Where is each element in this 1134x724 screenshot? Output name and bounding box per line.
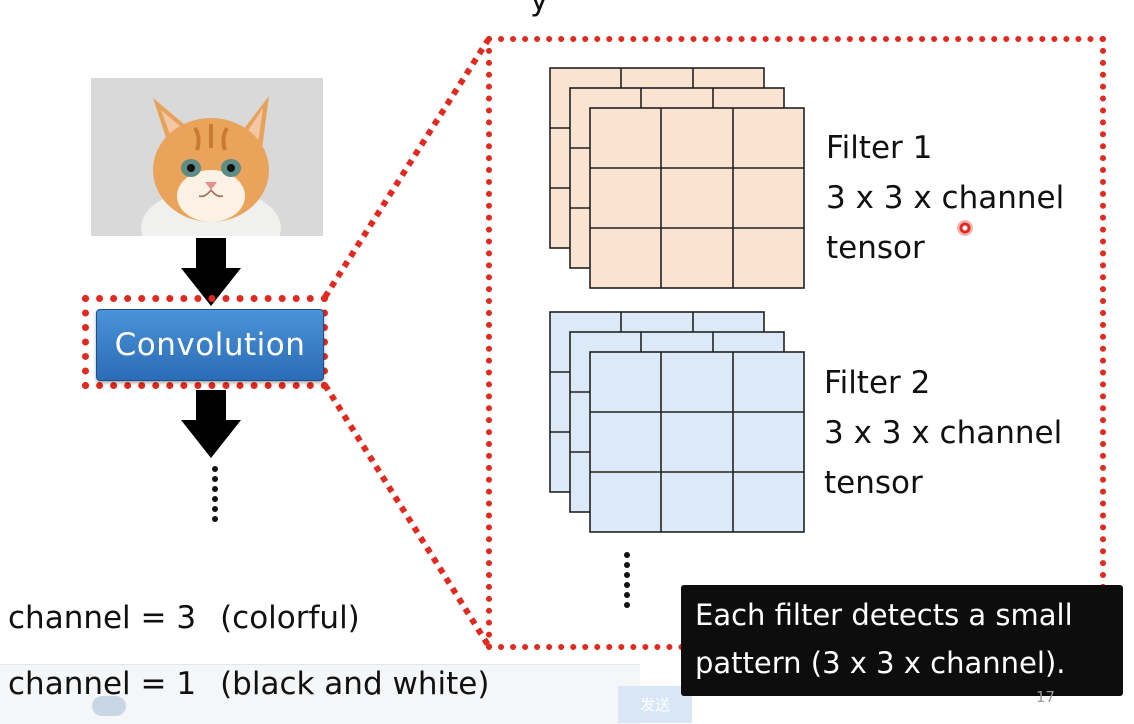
filter-1-desc: 3 x 3 x channel [826,180,1065,216]
channel-label: channel = 1 [8,666,197,702]
send-button[interactable]: 发送 [618,686,692,723]
channel-line: channel = 3 (colorful) [8,600,360,636]
convolution-button[interactable]: Convolution [96,309,324,381]
channel-note: (black and white) [220,666,490,702]
toggle-switch[interactable] [92,696,126,716]
ellipsis-vertical [211,466,219,526]
channel-note: (colorful) [220,600,360,636]
subtitle-line: pattern (3 x 3 x channel). [695,646,1066,680]
arrow-down-icon [181,238,241,306]
ellipsis-vertical [623,552,631,612]
channel-label: channel = 3 [8,600,197,636]
filter-1-desc-2: tensor [826,230,925,266]
filter-1-label: Filter 1 3 x 3 x channel tensor [826,123,1064,273]
laser-pointer-icon [957,220,973,236]
filter-1-stack [549,67,805,289]
subtitle-line: Each filter detects a small [695,598,1073,632]
filter-2-desc: 3 x 3 x channel [824,415,1063,451]
filter-2-label: Filter 2 3 x 3 x channel tensor [824,358,1062,508]
filter-2-title: Filter 2 [824,365,931,401]
channel-line: channel = 1 (black and white) [8,666,489,702]
arrow-down-icon [181,390,241,458]
filter-2-desc-2: tensor [824,465,923,501]
convolution-frame [82,295,328,389]
filter-2-stack [549,311,805,533]
subtitle-caption: Each filter detects a small pattern (3 x… [681,585,1123,696]
cat-image [91,78,323,236]
title-fragment: y [530,0,549,18]
slide-page-number: 17 [1036,688,1056,706]
filter-1-title: Filter 1 [826,130,933,166]
